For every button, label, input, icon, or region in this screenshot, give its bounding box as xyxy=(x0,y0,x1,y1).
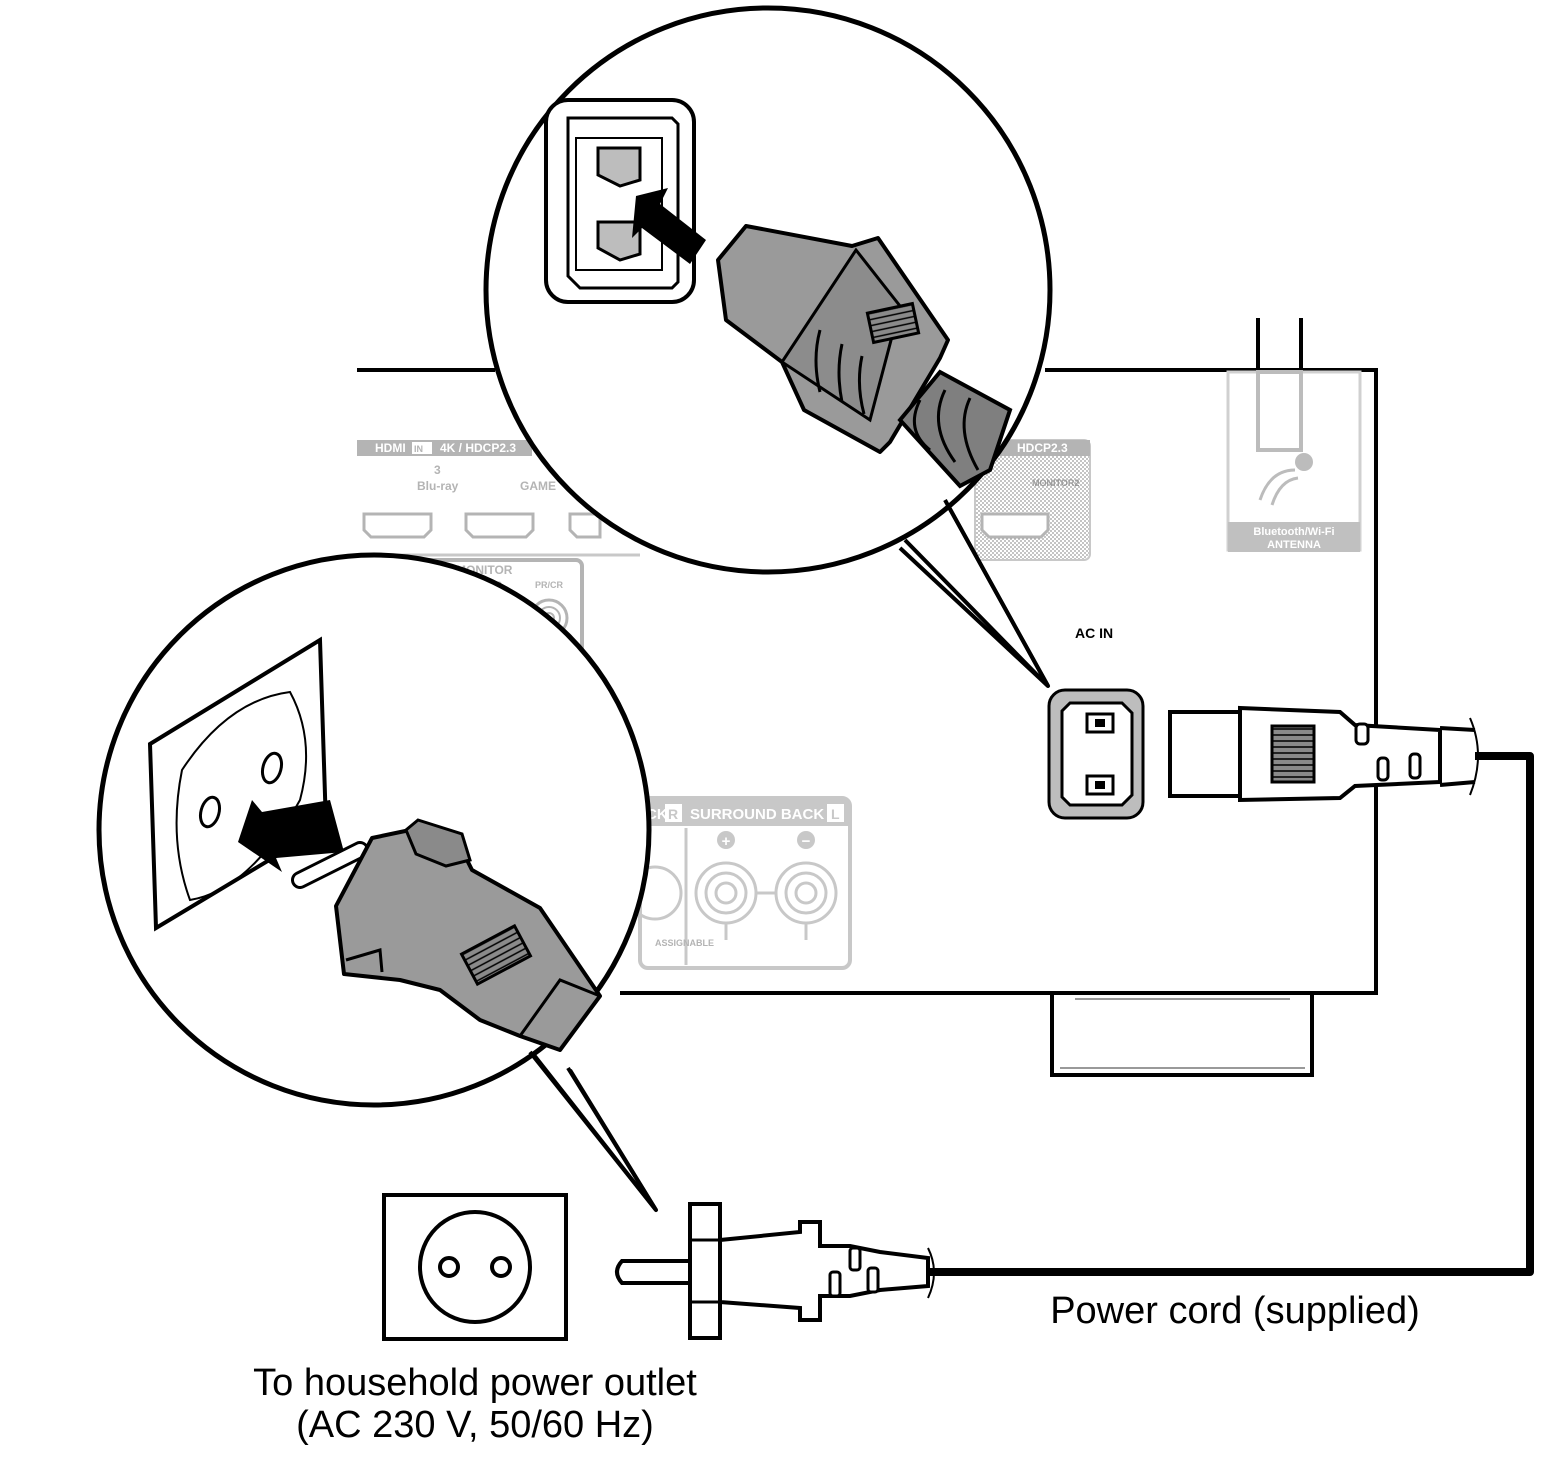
svg-text:4K / HDCP2.3: 4K / HDCP2.3 xyxy=(440,441,516,455)
svg-text:AC IN: AC IN xyxy=(1075,625,1113,641)
iec-power-plug xyxy=(1168,705,1479,803)
hdmi-port-icon xyxy=(980,512,1050,539)
svg-text:GAME: GAME xyxy=(520,479,556,493)
hdmi-input-section: HDMI IN 4K / HDCP2.3 3 Blu-ray GAME xyxy=(357,440,640,557)
svg-text:−: − xyxy=(802,833,811,850)
callout-iec-detail xyxy=(483,5,1053,688)
bluetooth-wifi-antenna: Bluetooth/Wi-Fi ANTENNA xyxy=(1226,318,1362,552)
hdmi-port-icon xyxy=(464,512,535,539)
insert-arrow-icon xyxy=(238,800,344,872)
minus-icon xyxy=(797,831,815,849)
svg-text:+: + xyxy=(722,833,731,850)
svg-text:HDMI: HDMI xyxy=(375,441,406,455)
wall-outlet-symbol xyxy=(382,1193,568,1341)
outlet-caption-line2: (AC 230 V, 50/60 Hz) xyxy=(296,1404,654,1446)
power-cord-caption: Power cord (supplied) xyxy=(1050,1290,1420,1332)
svg-text:R: R xyxy=(668,806,678,822)
svg-text:ANTENNA: ANTENNA xyxy=(1267,539,1321,551)
surround-back-speaker-terminals: CK R SURROUND BACK L + − ASSIGNABLE xyxy=(627,796,852,970)
svg-text:Blu-ray: Blu-ray xyxy=(417,479,459,493)
outlet-caption-line1: To household power outlet xyxy=(253,1362,697,1404)
svg-text:IN: IN xyxy=(414,444,423,454)
hdmi-port-icon xyxy=(362,512,433,539)
svg-text:ASSIGNABLE: ASSIGNABLE xyxy=(655,938,714,948)
europlug xyxy=(615,1202,935,1340)
svg-text:Bluetooth/Wi-Fi: Bluetooth/Wi-Fi xyxy=(1253,526,1334,538)
insert-arrow-icon xyxy=(632,188,706,264)
svg-text:SURROUND BACK: SURROUND BACK xyxy=(690,806,824,823)
svg-text:HDCP2.3: HDCP2.3 xyxy=(1017,441,1068,455)
ac-in-socket: AC IN xyxy=(1047,625,1145,820)
svg-text:3: 3 xyxy=(434,463,441,477)
plus-icon xyxy=(717,831,735,849)
svg-text:CK: CK xyxy=(646,806,668,823)
hdmi-monitor2-section: HDCP2.3 MONITOR2 xyxy=(974,439,1091,561)
callout-wall-plug-detail xyxy=(96,552,658,1212)
svg-text:L: L xyxy=(831,806,840,822)
power-cord xyxy=(925,752,1534,1276)
svg-text:PR/CR: PR/CR xyxy=(535,580,564,590)
antenna-connector-icon xyxy=(1295,453,1313,471)
svg-text:MONITOR2: MONITOR2 xyxy=(1032,478,1079,488)
outlet-caption: To household power outlet (AC 230 V, 50/… xyxy=(170,1362,780,1446)
